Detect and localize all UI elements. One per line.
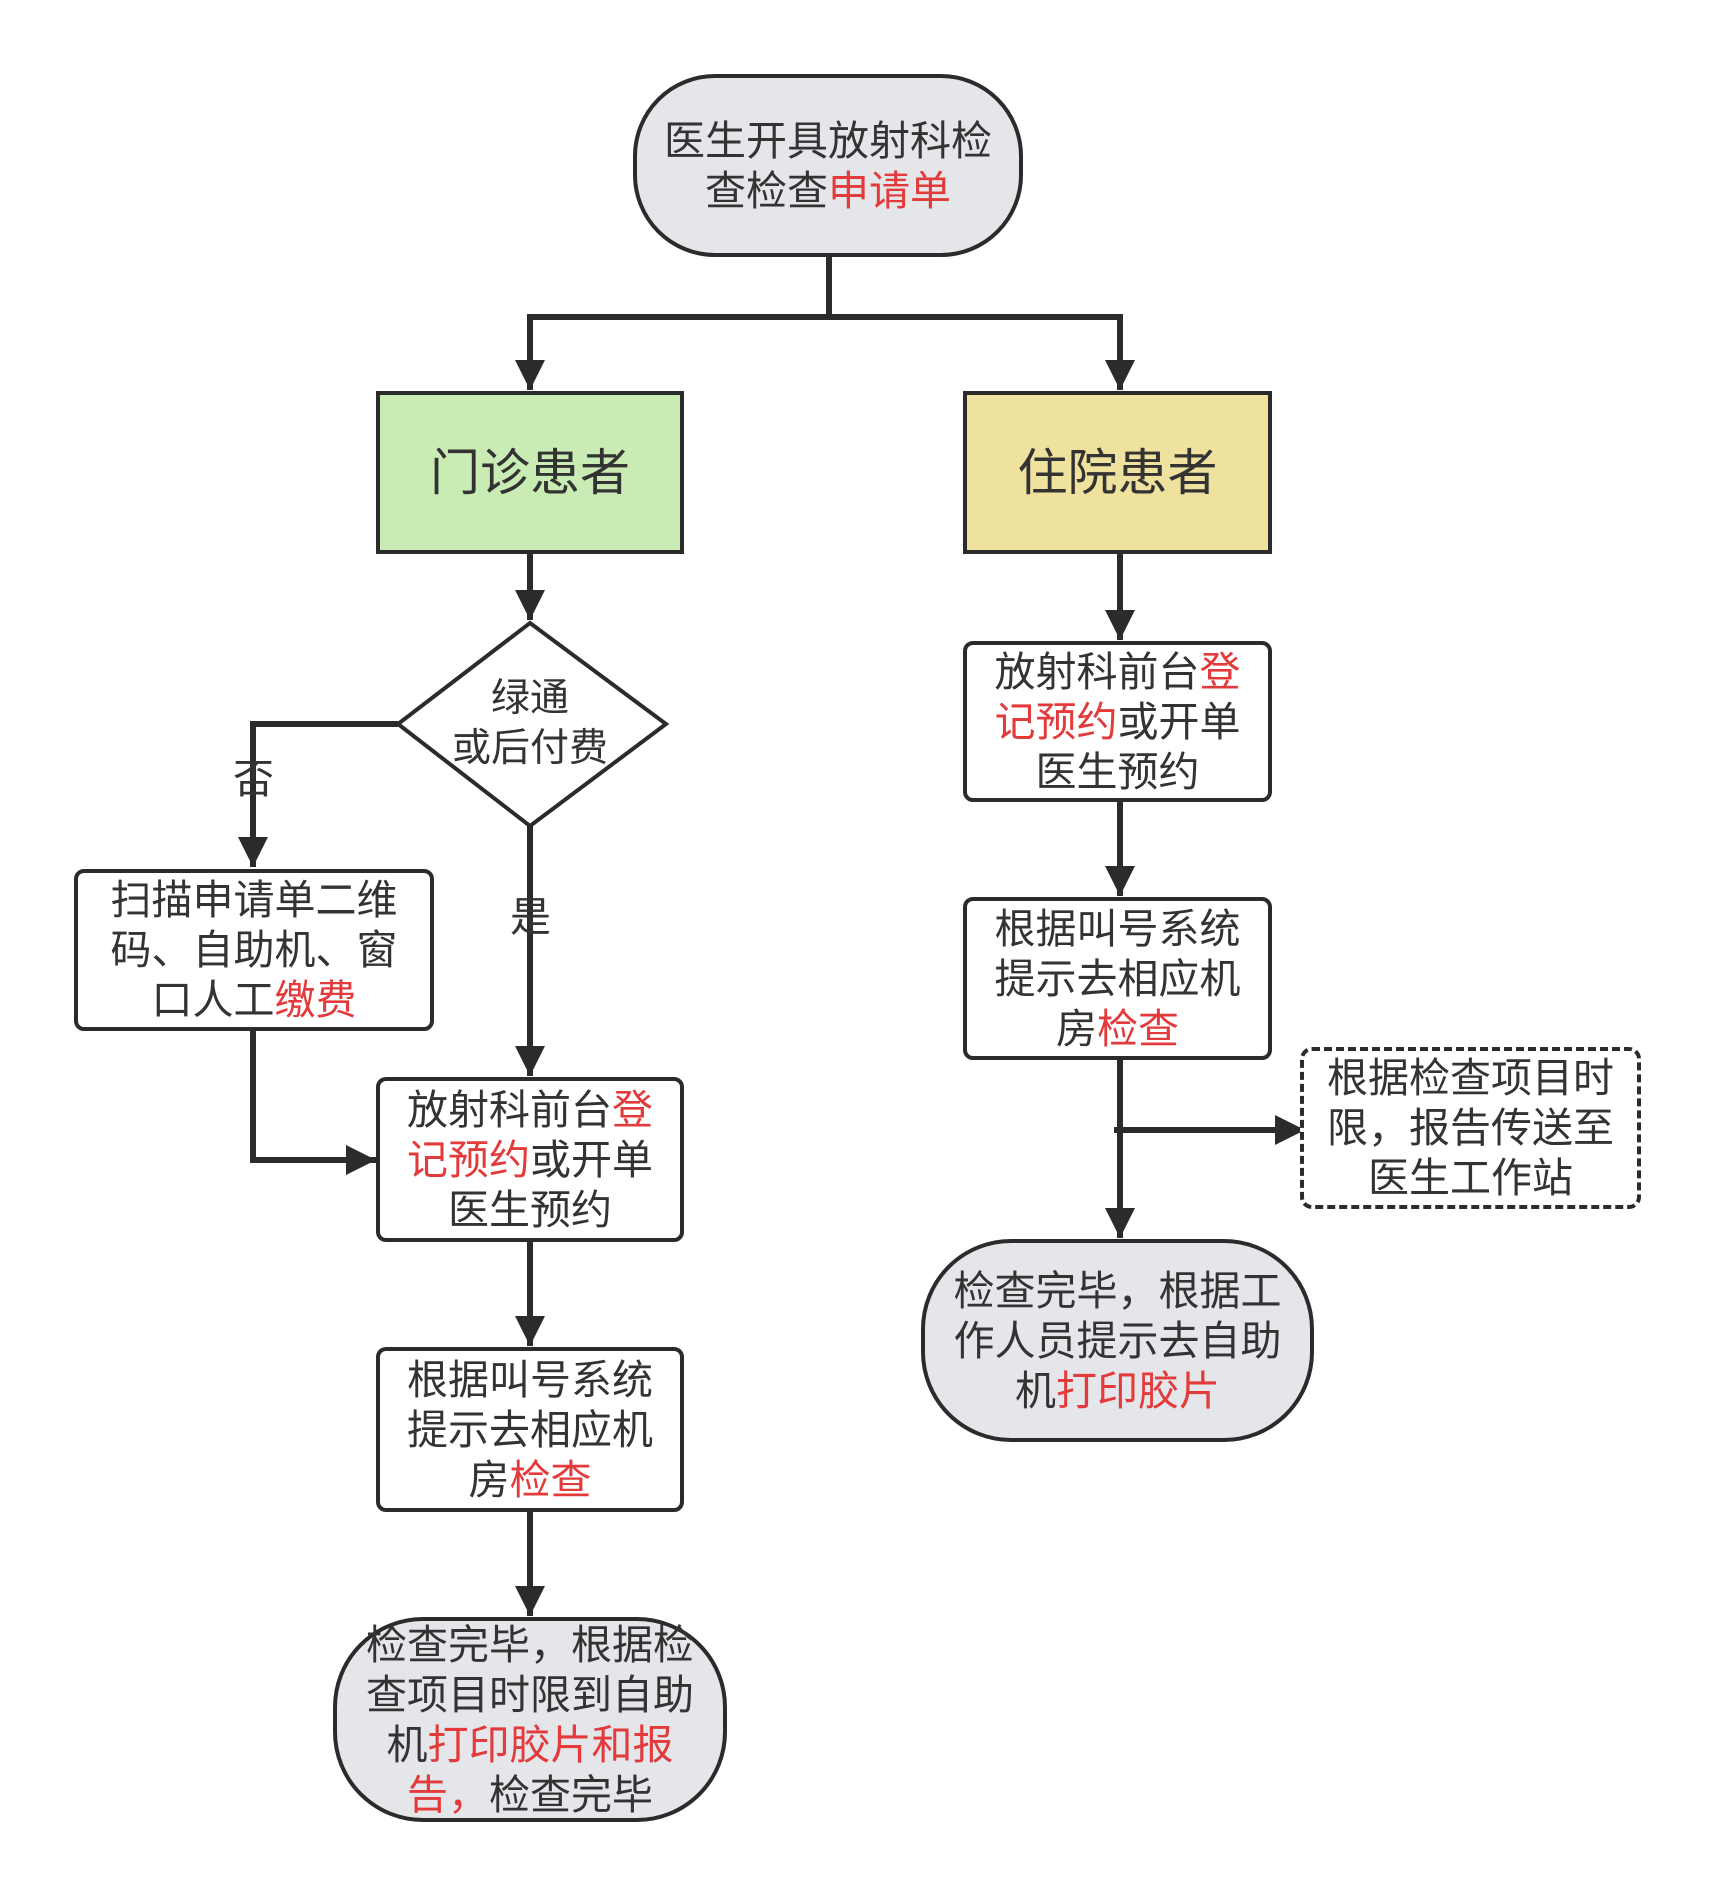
edge-split-inpatient bbox=[829, 314, 1135, 390]
decision-line-1: 绿通 bbox=[490, 676, 569, 721]
inpatient-title: 住院患者 bbox=[1017, 443, 1218, 502]
edge-decision-no bbox=[238, 721, 398, 867]
in-exam-line-2: 提示去相应机 bbox=[994, 954, 1241, 1003]
start-line-1: 医生开具放射科检 bbox=[664, 116, 992, 165]
start-line-2b: 申请单 bbox=[828, 166, 951, 215]
out-register-line-2b: 或开单 bbox=[530, 1135, 653, 1184]
out-end-line-2: 查项目时限到自助 bbox=[366, 1670, 694, 1719]
in-register-line-1b: 登 bbox=[1199, 647, 1241, 696]
out-register-line-1b: 登 bbox=[612, 1085, 653, 1134]
in-register-line-2: 记预约或开单 bbox=[995, 697, 1241, 747]
pay-line-3: 口人工缴费 bbox=[111, 975, 398, 1025]
out-exam-line-2: 提示去相应机 bbox=[407, 1405, 653, 1454]
in-register-line-1: 放射科前台登 bbox=[995, 647, 1241, 697]
out-end-line-1: 检查完毕，根据检 bbox=[366, 1620, 694, 1669]
in-register-line-2b: 或开单 bbox=[1117, 697, 1241, 746]
out-end-line-3b: 打印胶片和报 bbox=[427, 1720, 674, 1769]
outpatient-node: 门诊患者 bbox=[376, 391, 684, 554]
decision-text: 绿通 或后付费 bbox=[428, 674, 632, 774]
in-end-line-3a: 机 bbox=[1015, 1366, 1056, 1415]
in-end-line-3b: 打印胶片 bbox=[1056, 1366, 1220, 1415]
out-exam-line-3: 房检查 bbox=[407, 1455, 653, 1505]
out-register-node: 放射科前台登 记预约或开单 医生预约 bbox=[376, 1077, 684, 1242]
out-register-line-1: 放射科前台登 bbox=[407, 1085, 653, 1135]
inpatient-node: 住院患者 bbox=[963, 391, 1272, 554]
edge-pay-register bbox=[250, 1031, 376, 1175]
out-end-line-3a: 机 bbox=[386, 1720, 428, 1769]
edge-label-no: 否 bbox=[233, 755, 274, 803]
out-exam-line-3a: 房 bbox=[468, 1455, 510, 1504]
in-exam-node: 根据叫号系统 提示去相应机 房检查 bbox=[963, 897, 1272, 1060]
pay-line-3b: 缴费 bbox=[274, 976, 357, 1024]
report-line-3: 医生工作站 bbox=[1368, 1154, 1573, 1202]
in-register-line-1a: 放射科前台 bbox=[994, 647, 1200, 696]
in-end-line-1: 检查完毕，根据工 bbox=[953, 1266, 1282, 1315]
out-register-line-2: 记预约或开单 bbox=[407, 1135, 653, 1185]
report-node: 根据检查项目时 限，报告传送至 医生工作站 bbox=[1300, 1047, 1641, 1209]
in-end-line-2: 作人员提示去自助 bbox=[953, 1316, 1282, 1365]
start-line-2a: 查检查 bbox=[705, 166, 828, 215]
decision-diamond bbox=[394, 620, 670, 829]
report-line-1: 根据检查项目时 bbox=[1327, 1054, 1614, 1102]
edge-start-split bbox=[515, 257, 832, 390]
out-exam-node: 根据叫号系统 提示去相应机 房检查 bbox=[376, 1347, 684, 1512]
in-register-line-3: 医生预约 bbox=[1035, 747, 1200, 796]
out-register-line-1a: 放射科前台 bbox=[407, 1085, 612, 1134]
out-register-line-3: 医生预约 bbox=[448, 1185, 612, 1234]
out-exam-line-3b: 检查 bbox=[509, 1455, 592, 1504]
pay-line-3a: 口人工 bbox=[151, 976, 275, 1024]
in-register-line-2a: 记预约 bbox=[994, 697, 1118, 746]
in-exam-line-3a: 房 bbox=[1056, 1004, 1097, 1053]
decision-line-2: 或后付费 bbox=[451, 726, 608, 771]
in-exam-line-3b: 检查 bbox=[1097, 1004, 1179, 1053]
pay-line-1: 扫描申请单二维 bbox=[110, 876, 398, 924]
in-end-line-3: 机打印胶片 bbox=[954, 1366, 1282, 1416]
start-line-2: 查检查申请单 bbox=[664, 166, 992, 216]
pay-line-2: 码、自助机、窗 bbox=[110, 926, 398, 974]
in-end-node: 检查完毕，根据工 作人员提示去自助 机打印胶片 bbox=[921, 1239, 1314, 1442]
report-line-2: 限，报告传送至 bbox=[1327, 1104, 1614, 1152]
out-end-line-4: 告，检查完毕 bbox=[366, 1770, 694, 1820]
start-node: 医生开具放射科检 查检查申请单 bbox=[633, 74, 1023, 257]
out-register-line-2a: 记预约 bbox=[407, 1135, 530, 1184]
in-exam-line-3: 房检查 bbox=[995, 1004, 1241, 1054]
out-end-line-4a: 告， bbox=[407, 1770, 489, 1819]
out-end-line-4b: 检查完毕 bbox=[489, 1770, 653, 1819]
in-exam-line-1: 根据叫号系统 bbox=[994, 904, 1241, 953]
out-exam-line-1: 根据叫号系统 bbox=[407, 1355, 653, 1404]
pay-node: 扫描申请单二维 码、自助机、窗 口人工缴费 bbox=[74, 869, 434, 1031]
out-end-line-3: 机打印胶片和报 bbox=[366, 1720, 694, 1770]
in-register-node: 放射科前台登 记预约或开单 医生预约 bbox=[963, 641, 1272, 802]
outpatient-title: 门诊患者 bbox=[430, 443, 630, 502]
out-end-node: 检查完毕，根据检 查项目时限到自助 机打印胶片和报 告，检查完毕 bbox=[333, 1617, 727, 1822]
edge-label-yes: 是 bbox=[510, 893, 551, 941]
